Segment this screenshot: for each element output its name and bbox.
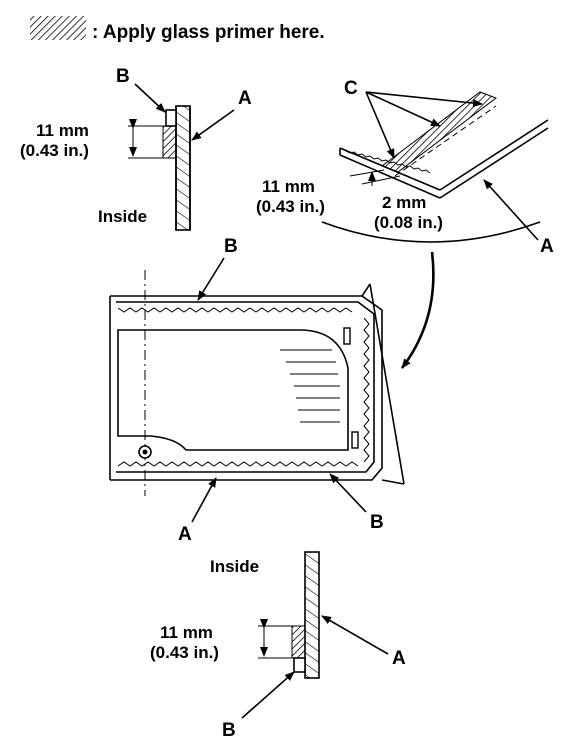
glass-section xyxy=(175,105,191,231)
hatch-swatch-icon xyxy=(30,16,86,40)
primer-area xyxy=(162,125,177,159)
legend: : Apply glass primer here. xyxy=(30,16,325,43)
dimension1-alt-label: (0.43 in.) xyxy=(256,197,325,216)
dimension-label: 11 mm xyxy=(36,121,89,140)
dimension1-label: 11 mm xyxy=(262,177,315,196)
primer-area-bottom xyxy=(291,625,306,659)
inside-label-bottom: Inside xyxy=(210,557,259,576)
label-a: A xyxy=(238,88,252,109)
label-a-right: A xyxy=(540,236,554,257)
molding-b xyxy=(165,109,177,127)
dimension-alt-label-bottom: (0.43 in.) xyxy=(150,643,219,662)
label-a-bottom: A xyxy=(178,524,192,545)
molding-b-bottom xyxy=(293,657,306,673)
glass-main-view: B A B xyxy=(109,236,405,545)
label-c: C xyxy=(344,78,358,99)
glass-section-bottom xyxy=(304,551,320,679)
section-top-left: 11 mm (0.43 in.) B A Inside xyxy=(20,66,252,231)
label-b-top: B xyxy=(224,236,238,257)
label-b: B xyxy=(116,66,130,87)
inside-label: Inside xyxy=(98,207,147,226)
legend-text: : Apply glass primer here. xyxy=(92,22,325,43)
dimension2-alt-label: (0.08 in.) xyxy=(374,213,443,232)
dimension-alt-label: (0.43 in.) xyxy=(20,141,89,160)
primer-strip xyxy=(380,91,498,173)
label-b-bottom-section: B xyxy=(222,720,236,741)
dimension2-label: 2 mm xyxy=(382,193,426,212)
section-bottom: 11 mm (0.43 in.) Inside A B xyxy=(150,551,406,741)
label-a-bottom-section: A xyxy=(392,648,406,669)
section-top-right: 11 mm (0.43 in.) 2 mm (0.08 in.) C A xyxy=(256,78,554,369)
dimension-label-bottom: 11 mm xyxy=(160,623,213,642)
label-b-bottom: B xyxy=(370,512,384,533)
